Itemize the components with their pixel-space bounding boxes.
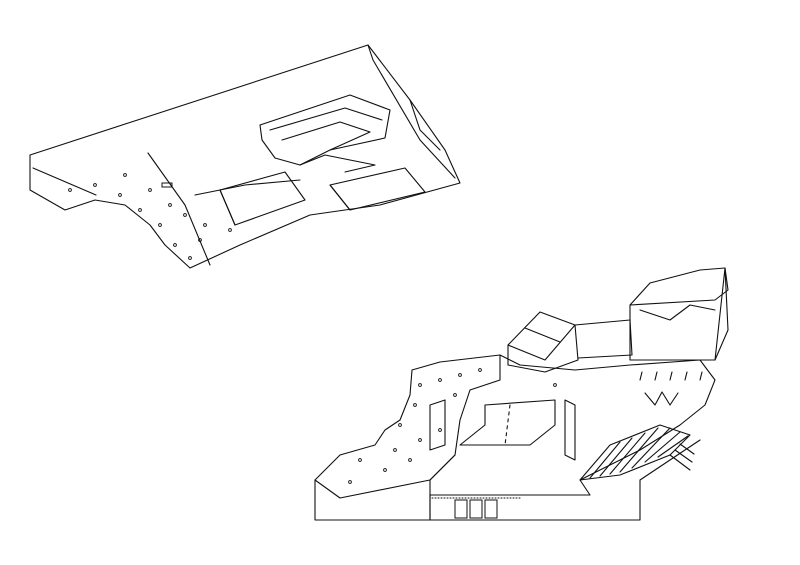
- lower-house-roof: [507, 311, 576, 361]
- lower-plate-front: [429, 439, 701, 521]
- lower-main-plate: [429, 354, 716, 496]
- lower-column-dots: [348, 368, 557, 484]
- upper-folded-ridge-1: [269, 107, 383, 131]
- lower-left-block-front: [314, 479, 431, 521]
- upper-skylight: [161, 182, 173, 188]
- lower-left-block-corner: [429, 454, 456, 481]
- upper-court-left-slope: [219, 189, 236, 226]
- upper-right-fold: [409, 99, 441, 151]
- lower-ramp-stairs: [579, 424, 691, 481]
- upper-column-dots: [68, 173, 232, 260]
- upper-plaza-edge: [147, 152, 211, 266]
- lower-parking-lines: [639, 371, 703, 381]
- upper-top-face-outline: [29, 44, 461, 269]
- upper-band: [194, 179, 301, 196]
- lower-tower-sides: [629, 267, 729, 361]
- upper-court-right-slope: [329, 184, 351, 211]
- lower-pillar-left: [429, 399, 446, 451]
- lower-sunken-court: [459, 399, 556, 446]
- upper-front-edge: [32, 167, 97, 196]
- lower-house-ridge: [524, 327, 561, 343]
- lower-house-walls: [507, 324, 579, 373]
- upper-folded-ridge-2: [281, 121, 371, 151]
- upper-right-side: [367, 44, 456, 179]
- lower-openings: [431, 497, 521, 519]
- lower-wall-link: [574, 319, 633, 359]
- upper-axonometric-model: [29, 44, 461, 269]
- lower-tower-top: [629, 267, 729, 306]
- lower-pillar-right: [564, 399, 576, 461]
- lower-axonometric-model: [314, 267, 729, 521]
- lower-stair-lines: [589, 427, 695, 479]
- lower-court-path: [504, 404, 511, 446]
- upper-sunken-court-right: [329, 167, 426, 211]
- lower-v-sculpture: [644, 391, 679, 406]
- lower-left-block-top: [314, 354, 501, 499]
- lower-tower-dent: [639, 304, 716, 321]
- upper-sunken-court-left: [219, 171, 306, 226]
- upper-folded-ridge-3: [299, 154, 376, 173]
